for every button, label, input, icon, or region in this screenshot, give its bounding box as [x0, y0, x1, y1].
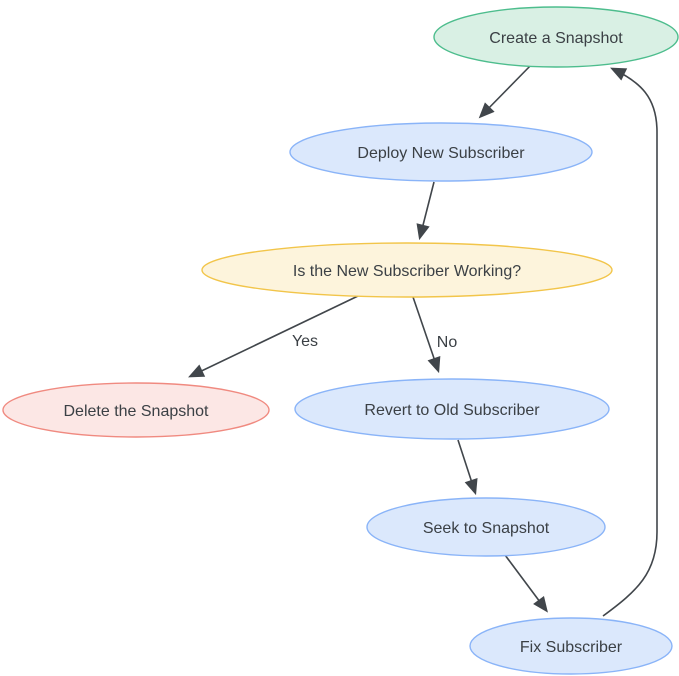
edge-label-layer: Yes No	[292, 333, 457, 351]
edge-create-to-deploy	[478, 62, 534, 119]
node-delete-the-snapshot: Delete the Snapshot	[2, 382, 270, 438]
node-ellipse	[2, 382, 270, 438]
edge-revert-to-seek	[457, 439, 478, 496]
edge-label-yes: Yes	[292, 333, 318, 350]
node-fix-subscriber: Fix Subscriber	[469, 617, 673, 675]
node-label: Revert to Old Subscriber	[364, 402, 540, 419]
node-label: Create a Snapshot	[489, 30, 623, 47]
node-revert-to-old-subscriber: Revert to Old Subscriber	[294, 378, 610, 440]
node-ellipse	[469, 617, 673, 675]
node-ellipse	[294, 378, 610, 440]
edge-working-to-delete-yes	[188, 295, 359, 378]
edge-label-no: No	[437, 334, 458, 351]
node-label: Is the New Subscriber Working?	[293, 263, 521, 280]
edge-seek-to-fix	[504, 554, 548, 613]
node-seek-to-snapshot: Seek to Snapshot	[366, 497, 606, 557]
node-ellipse	[366, 497, 606, 557]
edge-working-to-revert-no	[412, 296, 441, 374]
node-deploy-new-subscriber: Deploy New Subscriber	[289, 122, 593, 182]
node-label: Fix Subscriber	[520, 639, 623, 656]
node-create-a-snapshot: Create a Snapshot	[433, 6, 679, 68]
node-label: Deploy New Subscriber	[357, 145, 525, 162]
node-ellipse	[289, 122, 593, 182]
node-ellipse	[433, 6, 679, 68]
edge-layer	[188, 62, 658, 617]
node-label: Delete the Snapshot	[64, 403, 210, 420]
node-label: Seek to Snapshot	[423, 520, 550, 537]
node-ellipse	[201, 242, 613, 298]
edge-deploy-to-working	[416, 181, 435, 241]
node-is-the-new-subscriber-working: Is the New Subscriber Working?	[201, 242, 613, 298]
edge-fix-to-create-loop	[602, 67, 658, 617]
